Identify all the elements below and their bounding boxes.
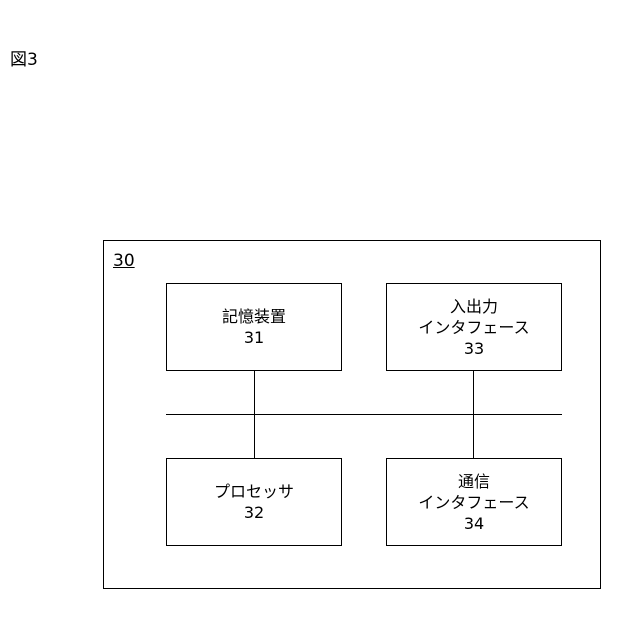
system-reference-number: 30 [113,251,135,271]
io-interface-label-line2: インタフェース [418,317,529,338]
processor-bus-connector [254,414,255,458]
comm-interface-label-line2: インタフェース [418,492,529,513]
comm-bus-connector [473,414,474,458]
io-interface-label-line1: 入出力 [450,296,498,317]
io-interface-block: 入出力 インタフェース 33 [386,283,562,371]
processor-ref: 32 [244,502,264,523]
processor-block: プロセッサ 32 [166,458,342,546]
memory-device-block: 記憶装置 31 [166,283,342,371]
processor-label: プロセッサ [214,481,294,502]
figure-label: 図3 [10,50,38,70]
comm-interface-ref: 34 [464,513,484,534]
io-interface-ref: 33 [464,338,484,359]
comm-interface-block: 通信 インタフェース 34 [386,458,562,546]
bus-line [166,414,562,415]
memory-device-ref: 31 [244,327,264,348]
memory-bus-connector [254,371,255,414]
memory-device-label: 記憶装置 [222,306,286,327]
io-bus-connector [473,371,474,414]
comm-interface-label-line1: 通信 [458,471,490,492]
